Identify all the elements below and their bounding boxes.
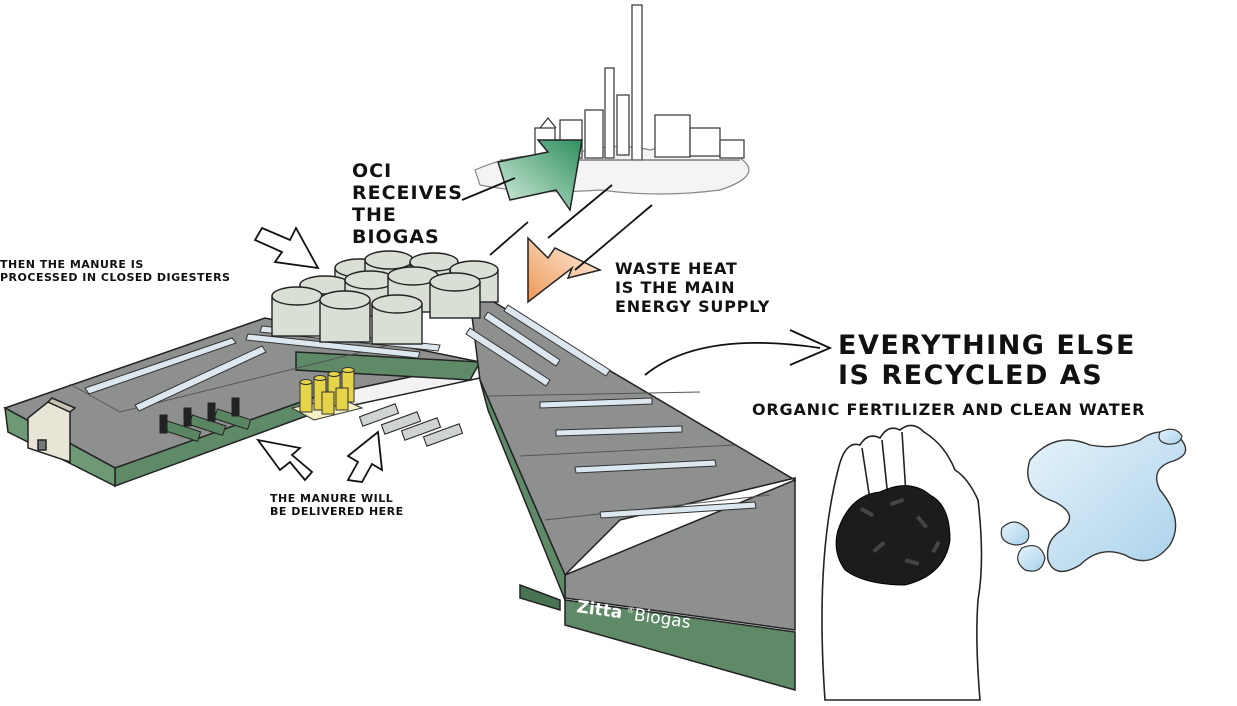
waste-heat-line-3: ENERGY SUPPLY bbox=[615, 297, 771, 316]
oci-line-1: OCI bbox=[352, 160, 393, 182]
recycled-line-1: EVERYTHING ELSE bbox=[838, 330, 1136, 361]
products-label: ORGANIC FERTILIZER AND CLEAN WATER bbox=[752, 400, 1146, 419]
water-drop-2 bbox=[1017, 545, 1046, 572]
pointer-lines bbox=[461, 177, 833, 376]
oci-line-4: BIOGAS bbox=[352, 226, 440, 248]
digesters-label: THEN THE MANURE IS PROCESSED IN CLOSED D… bbox=[0, 258, 230, 284]
delivery-line-1: THE MANURE WILL bbox=[270, 492, 394, 505]
digesters-line-1: THEN THE MANURE IS bbox=[0, 258, 144, 271]
waste-heat-label: WASTE HEAT IS THE MAIN ENERGY SUPPLY bbox=[615, 259, 770, 316]
waste-heat-arrow bbox=[527, 236, 603, 304]
water-drop-1 bbox=[1000, 521, 1030, 546]
digesters-pointer-arrow bbox=[253, 226, 320, 270]
yellow-silos bbox=[290, 367, 364, 421]
oci-line-2: RECEIVES bbox=[352, 182, 463, 204]
brand-mark: ® bbox=[626, 605, 635, 615]
delivery-trucks bbox=[159, 397, 464, 447]
waste-heat-line-1: WASTE HEAT bbox=[615, 259, 738, 278]
oci-receives-biogas-label: OCI RECEIVES THE BIOGAS bbox=[352, 160, 463, 248]
digester-tanks bbox=[271, 250, 499, 345]
delivery-line-2: BE DELIVERED HERE bbox=[270, 505, 404, 518]
delivery-pointer-arrow-right bbox=[346, 430, 384, 483]
tank-row-front bbox=[271, 286, 423, 345]
waste-heat-line-2: IS THE MAIN bbox=[615, 278, 736, 297]
delivery-pointer-arrow-left bbox=[255, 438, 314, 482]
delivery-label: THE MANURE WILL BE DELIVERED HERE bbox=[270, 492, 404, 518]
recycled-label: EVERYTHING ELSE IS RECYCLED AS bbox=[838, 331, 1136, 391]
clean-water-splash bbox=[1027, 431, 1187, 573]
pellet-texture bbox=[859, 497, 941, 566]
oci-line-3: THE bbox=[352, 204, 397, 226]
digesters-line-2: PROCESSED IN CLOSED DIGESTERS bbox=[0, 271, 231, 284]
water-drop-3 bbox=[1158, 428, 1183, 445]
roof-skylights bbox=[84, 304, 757, 519]
recycled-line-2: IS RECYCLED AS bbox=[838, 360, 1104, 391]
biogas-arrow bbox=[497, 139, 583, 212]
